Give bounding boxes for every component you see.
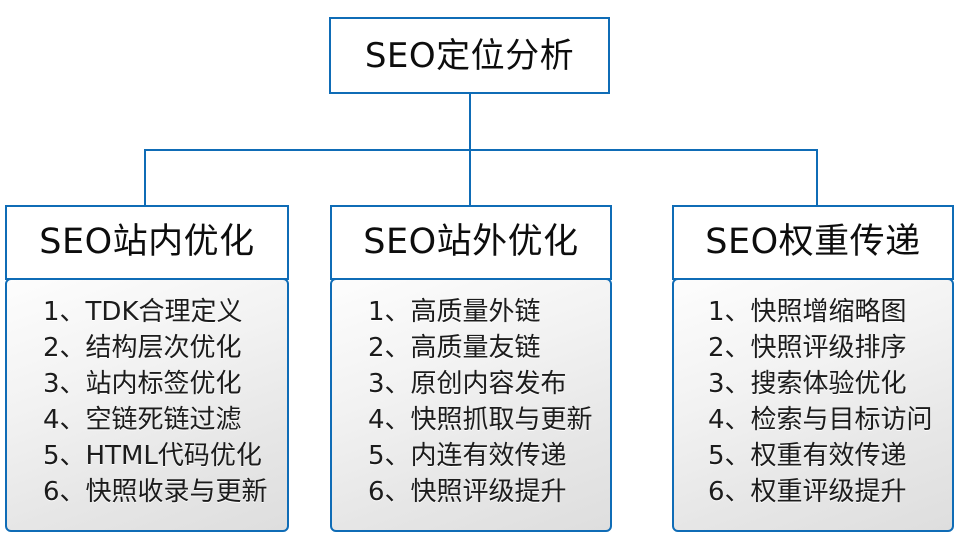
connector-branch-1-drop	[144, 149, 146, 206]
connector-branch-3-drop	[816, 149, 818, 206]
list-item: 6、快照收录与更新	[43, 477, 268, 507]
list-item: 3、搜索体验优化	[708, 369, 907, 399]
list-item: 4、快照抓取与更新	[368, 405, 593, 435]
list-item: 5、内连有效传递	[368, 441, 567, 471]
list-item: 6、快照评级提升	[368, 477, 567, 507]
list-item: 2、结构层次优化	[43, 333, 242, 363]
list-item: 6、权重评级提升	[708, 477, 907, 507]
list-item: 2、快照评级排序	[708, 333, 907, 363]
list-item: 5、HTML代码优化	[43, 441, 262, 471]
root-node-title: SEO定位分析	[364, 35, 575, 76]
branch-1-body: 1、TDK合理定义 2、结构层次优化 3、站内标签优化 4、空链死链过滤 5、H…	[5, 278, 289, 532]
list-item: 1、TDK合理定义	[43, 297, 243, 327]
branch-1-header-label: SEO站内优化	[39, 222, 255, 262]
branch-column-3: SEO权重传递 1、快照增缩略图 2、快照评级排序 3、搜索体验优化 4、检索与…	[672, 205, 954, 532]
connector-horizontal-bus	[144, 149, 818, 151]
list-item: 1、快照增缩略图	[708, 297, 907, 327]
branch-3-item-list: 1、快照增缩略图 2、快照评级排序 3、搜索体验优化 4、检索与目标访问 5、权…	[674, 294, 952, 510]
list-item: 1、高质量外链	[368, 297, 541, 327]
branch-2-header: SEO站外优化	[330, 205, 612, 280]
branch-column-1: SEO站内优化 1、TDK合理定义 2、结构层次优化 3、站内标签优化 4、空链…	[5, 205, 289, 532]
branch-1-header: SEO站内优化	[5, 205, 289, 280]
branch-2-header-label: SEO站外优化	[363, 222, 579, 262]
list-item: 2、高质量友链	[368, 333, 541, 363]
branch-3-header: SEO权重传递	[672, 205, 954, 280]
branch-3-header-label: SEO权重传递	[705, 222, 921, 262]
connector-branch-2-drop	[469, 149, 471, 206]
root-node: SEO定位分析	[329, 17, 610, 94]
branch-1-item-list: 1、TDK合理定义 2、结构层次优化 3、站内标签优化 4、空链死链过滤 5、H…	[7, 294, 287, 510]
branch-3-body: 1、快照增缩略图 2、快照评级排序 3、搜索体验优化 4、检索与目标访问 5、权…	[672, 278, 954, 532]
list-item: 3、原创内容发布	[368, 369, 567, 399]
list-item: 4、空链死链过滤	[43, 405, 242, 435]
list-item: 4、检索与目标访问	[708, 405, 933, 435]
branch-2-body: 1、高质量外链 2、高质量友链 3、原创内容发布 4、快照抓取与更新 5、内连有…	[330, 278, 612, 532]
list-item: 3、站内标签优化	[43, 369, 242, 399]
list-item: 5、权重有效传递	[708, 441, 907, 471]
connector-root-stem	[469, 94, 471, 151]
branch-2-item-list: 1、高质量外链 2、高质量友链 3、原创内容发布 4、快照抓取与更新 5、内连有…	[332, 294, 610, 510]
branch-column-2: SEO站外优化 1、高质量外链 2、高质量友链 3、原创内容发布 4、快照抓取与…	[330, 205, 612, 532]
